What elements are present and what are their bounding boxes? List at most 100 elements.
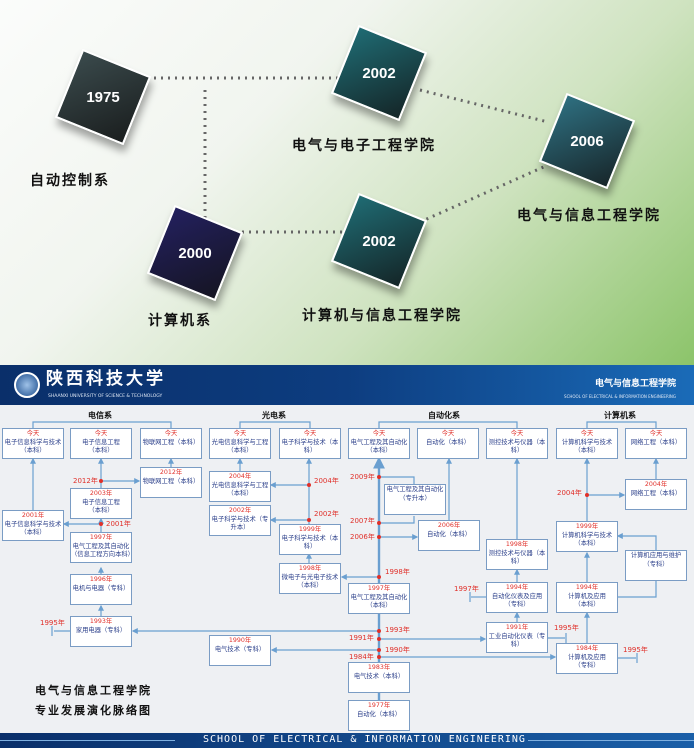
major-name: 网络工程 (630, 438, 656, 446)
major-name: 光电信息科学与工程 (211, 438, 269, 446)
major-degree: （本科） (510, 549, 546, 566)
school-name-en: SCHOOL OF ELECTRICAL & INFORMATION ENGIN… (564, 394, 676, 399)
major-box: 1999年电子科学与技术（本科） (279, 524, 341, 555)
major-year: 1996年 (89, 576, 113, 583)
history-connectors (140, 76, 549, 234)
major-name: 电子信息工程 (82, 498, 120, 506)
major-box: 今天电子信息工程（本科） (70, 428, 132, 459)
major-year: 1990年 (228, 637, 252, 644)
major-name: 物联网工程 (142, 477, 175, 485)
major-name: 计算机应用与维护 (630, 552, 682, 559)
major-name: 计算机科学与技术 (561, 438, 613, 446)
major-year: 1997年 (367, 585, 391, 592)
major-year: 今天 (649, 430, 663, 437)
major-degree: （本科） (303, 534, 339, 551)
major-degree: （本科） (574, 540, 600, 547)
department-label: 计算机系 (604, 411, 636, 420)
major-name: 网络工程 (630, 489, 656, 497)
year-marker: 1984年 (349, 653, 374, 661)
major-box: 1993年家用电器（专科） (70, 616, 132, 647)
year-marker: 2012年 (73, 477, 98, 485)
year-marker: 1995年 (554, 624, 579, 632)
major-name: 物联网工程 (142, 438, 175, 446)
tile-label: 自动控制系 (30, 173, 110, 189)
major-degree: （专升本） (230, 515, 269, 532)
year-marker: 1991年 (349, 634, 374, 642)
year-marker: 2001年 (106, 520, 131, 528)
major-name: 电子科学与技术 (281, 438, 326, 446)
major-year: 1991年 (505, 624, 529, 631)
major-degree: （专科） (574, 662, 600, 669)
major-degree: （专科） (643, 560, 669, 568)
major-name: 电子信息科学与技术 (4, 438, 62, 446)
year-marker: 1990年 (385, 646, 410, 654)
year-marker: 1995年 (40, 619, 65, 627)
major-degree: （本科） (88, 447, 114, 454)
major-degree: （专科） (101, 626, 127, 634)
major-box: 今天电子科学与技术（本科） (279, 428, 341, 459)
major-name: 自动化 (356, 710, 376, 718)
major-year: 1984年 (575, 645, 599, 652)
major-box: 今天光电信息科学与工程（本科） (209, 428, 271, 459)
major-year: 今天 (580, 430, 594, 437)
major-name: 自动化仪表及应用 (491, 592, 543, 600)
major-name: 电子信息科学与技术 (4, 520, 62, 528)
major-box: 今天自动化（本科） (417, 428, 479, 459)
major-year: 2004年 (228, 473, 252, 480)
major-degree: （本科） (510, 438, 546, 455)
major-degree: （本科） (174, 438, 200, 446)
major-name: 电气技术 (353, 672, 379, 680)
major-box: 1983年电气技术（本科） (348, 662, 410, 693)
major-name: 电子科学与技术 (281, 534, 326, 542)
major-degree: （专科） (510, 632, 546, 649)
major-year: 今天 (510, 430, 524, 437)
year-tile: 2006 (538, 92, 636, 190)
major-name: 自动化 (426, 530, 446, 538)
major-box: 今天网络工程（本科） (625, 428, 687, 459)
major-name: 电子科学与技术 (211, 515, 256, 523)
year-marker: 2004年 (314, 477, 339, 485)
year-marker: 2009年 (350, 473, 375, 481)
major-box: 2012年物联网工程（本科） (140, 467, 202, 498)
year-marker: 2006年 (350, 533, 375, 541)
major-degree: （本科） (375, 710, 402, 718)
major-name: 电气工程及其自动化 (350, 438, 408, 446)
university-banner: 陕西科技大学 SHAANXI UNIVERSITY OF SCIENCE & T… (0, 365, 694, 405)
year-tile: 2002 (330, 192, 428, 290)
major-box: 今天测控技术与仪器（本科） (486, 428, 548, 459)
major-degree: （专科） (104, 584, 130, 592)
major-name: 家用电器 (75, 626, 101, 634)
major-box: 今天物联网工程（本科） (140, 428, 202, 459)
major-degree: （本科） (174, 477, 200, 485)
year-marker: 1998年 (385, 568, 410, 576)
footer-banner: SCHOOL OF ELECTRICAL & INFORMATION ENGIN… (0, 733, 694, 748)
major-degree: （本科） (227, 490, 253, 497)
year-marker: 1993年 (385, 626, 410, 634)
major-name: 电气工程及其自动化 (72, 542, 130, 550)
major-name: 自动化 (425, 438, 445, 446)
major-year: 今天 (233, 430, 247, 437)
major-box: 1990年电气技术（专科） (209, 635, 271, 666)
tile-year: 2002 (362, 64, 396, 82)
major-degree: （本科） (379, 672, 405, 680)
major-box: 1991年工业自动化仪表（专科） (486, 622, 548, 653)
major-year: 今天 (303, 430, 317, 437)
major-degree: （本科） (303, 438, 339, 455)
major-box: 今天计算机科学与技术（本科） (556, 428, 618, 459)
tile-label: 电气与信息工程学院 (517, 208, 661, 224)
major-degree: （本科） (20, 447, 46, 454)
tile-label: 计算机系 (148, 313, 212, 329)
diagram-title-line2: 专业发展演化脉络图 (35, 704, 152, 717)
year-tile: 2000 (146, 204, 244, 302)
major-name: 计算机及应用 (568, 592, 606, 600)
year-tile: 1975 (54, 48, 152, 146)
tile-label: 计算机与信息工程学院 (302, 308, 462, 324)
major-name: 工业自动化仪表 (488, 632, 533, 640)
school-name-cn: 电气与信息工程学院 (594, 379, 676, 389)
major-box: 电气工程及其自动化（专升本） (384, 484, 446, 515)
year-marker: 1997年 (454, 585, 479, 593)
major-year: 1999年 (298, 526, 322, 533)
university-name-cn: 陕西科技大学 (46, 369, 166, 389)
footer-school-name: SCHOOL OF ELECTRICAL & INFORMATION ENGIN… (203, 734, 526, 745)
diagram-title-line1: 电气与信息工程学院 (35, 684, 152, 697)
